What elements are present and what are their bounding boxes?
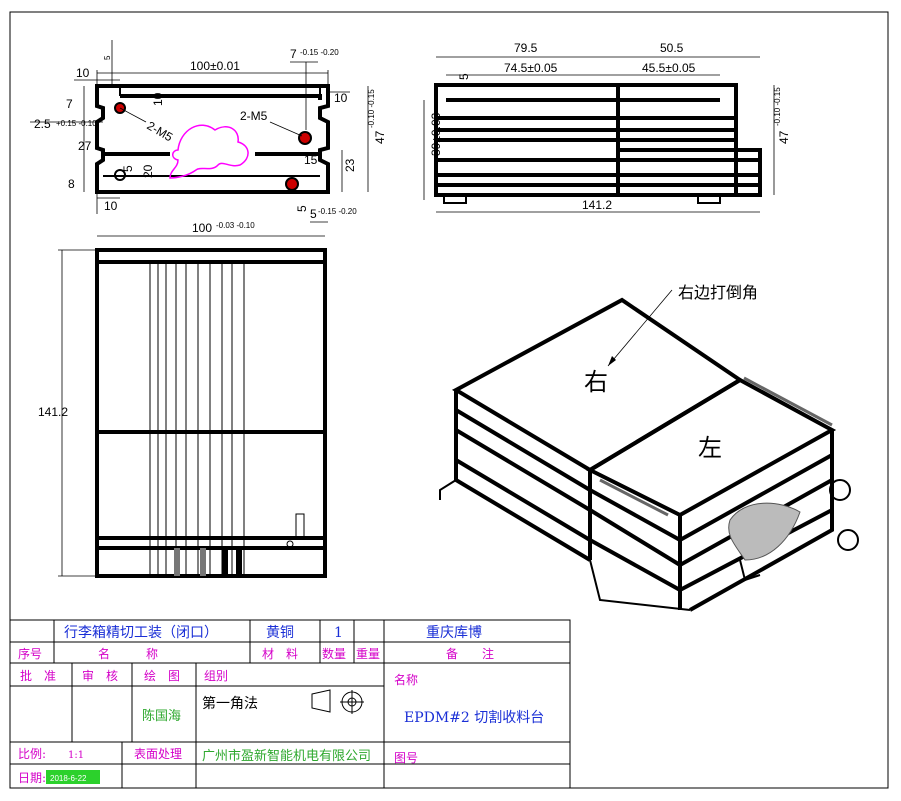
dim-inner-10: 10 (151, 92, 165, 106)
dim-side-47: 47 (777, 130, 791, 144)
dim-top-width: 100±0.01 (190, 59, 240, 73)
dim-top-7-tol: -0.15 -0.20 (300, 48, 339, 57)
dim-side-74-5: 74.5±0.05 (504, 61, 558, 75)
dim-left-2-5-tol: +0.15 -0.10 (56, 119, 97, 128)
tb-remark: 重庆库博 (426, 624, 482, 641)
label-left: 左 (698, 434, 722, 462)
isometric-view: 右边打倒角 右 左 (439, 283, 859, 612)
dim-side-5: 5 (457, 73, 471, 80)
label-chamfer-note: 右边打倒角 (678, 283, 758, 302)
tb-drawing-no-label: 图号 (394, 751, 418, 765)
tb-company: 广州市盈新智能机电有限公司 (202, 748, 371, 764)
tb-hdr-name: 名 称 (98, 646, 158, 661)
dim-left-8: 8 (68, 177, 75, 191)
dim-left-10-top: 10 (76, 66, 90, 80)
tb-date-value: 2018-6-22 (50, 774, 87, 783)
tb-hdr-no: 序号 (18, 646, 42, 661)
hole-bottom-right (285, 177, 299, 191)
title-block: 行李箱精切工装（闭口） 黄铜 1 重庆库博 序号 名 称 材 料 数量 重量 备… (9, 619, 571, 789)
dim-bottom-5-right: 5 (310, 207, 317, 221)
tb-scale-label: 比例: (18, 747, 46, 761)
dim-plan-141-2: 141.2 (38, 405, 68, 419)
tb-drafter: 陈国海 (142, 708, 181, 724)
tb-hdr-qty: 数量 (322, 646, 346, 661)
dim-inner-15: 15 (304, 153, 318, 167)
dim-left-2-5: 2.5 (34, 117, 51, 131)
tb-projection: 第一角法 (202, 695, 258, 712)
dim-side-47-tol: -0.10 -0.15 (773, 87, 782, 126)
dim-side-45-5: 45.5±0.05 (642, 61, 696, 75)
dim-top-5: 5 (103, 55, 112, 60)
dim-side-79-5: 79.5 (514, 41, 538, 55)
side-view: 79.5 50.5 74.5±0.05 45.5±0.05 5 39±0.03 … (423, 41, 791, 213)
tb-drawing-name: EPDM#2 切割收料台 (404, 709, 544, 726)
dim-bottom-5-right-tol: -0.15 -0.20 (318, 207, 357, 216)
dim-right-23: 23 (343, 158, 357, 172)
dim-top-7: 7 (290, 47, 297, 61)
dim-left-27: 27 (78, 139, 92, 153)
dim-right-47-tol: -0.10 -0.15 (367, 89, 376, 128)
dim-side-141-2: 141.2 (582, 198, 612, 212)
dim-right-47: 47 (373, 130, 387, 144)
dim-plan-100: 100 (192, 221, 212, 235)
tb-material: 黄铜 (266, 624, 294, 641)
dim-side-50-5: 50.5 (660, 41, 684, 55)
label-hole-right: 2-M5 (240, 109, 268, 123)
dim-right-10: 10 (334, 91, 348, 105)
dim-plan-100-tol: -0.03 -0.10 (216, 221, 255, 230)
label-hole-left: 2-M5 (145, 118, 176, 144)
tb-drawn: 绘 图 (144, 668, 180, 683)
tb-quantity: 1 (334, 625, 343, 641)
tb-review: 审 核 (82, 668, 118, 683)
tb-date-label: 日期: (18, 771, 46, 785)
tb-scale-value: 1:1 (68, 750, 84, 761)
plan-view: 100 -0.03 -0.10 141.2 (38, 221, 327, 578)
dim-left-7: 7 (66, 97, 73, 111)
tb-hdr-weight: 重量 (356, 647, 380, 661)
tb-surface-label: 表面处理 (134, 747, 182, 761)
tb-approve: 批 准 (20, 668, 56, 683)
tb-part-name: 行李箱精切工装（闭口） (64, 625, 218, 641)
hole-bottom-left (114, 169, 126, 181)
hole-top-right (298, 131, 312, 145)
dim-inner-20: 20 (141, 164, 155, 178)
dim-bottom-5: 5 (295, 205, 309, 212)
tb-hdr-remark: 备 注 (446, 646, 494, 661)
tb-hdr-material: 材 料 (262, 647, 298, 661)
label-right: 右 (584, 368, 608, 396)
tb-name-label: 名称 (394, 672, 418, 687)
dim-inner-5: 5 (121, 165, 135, 172)
dim-bottom-left-10: 10 (104, 199, 118, 213)
tb-group: 组别 (204, 669, 228, 683)
cutout-sketch-magenta (169, 124, 249, 179)
dim-side-39: 39±0.03 (429, 112, 443, 156)
front-view: 100±0.01 10 5 7 -0.15 -0.20 10 7 2.5 +0.… (30, 40, 387, 223)
